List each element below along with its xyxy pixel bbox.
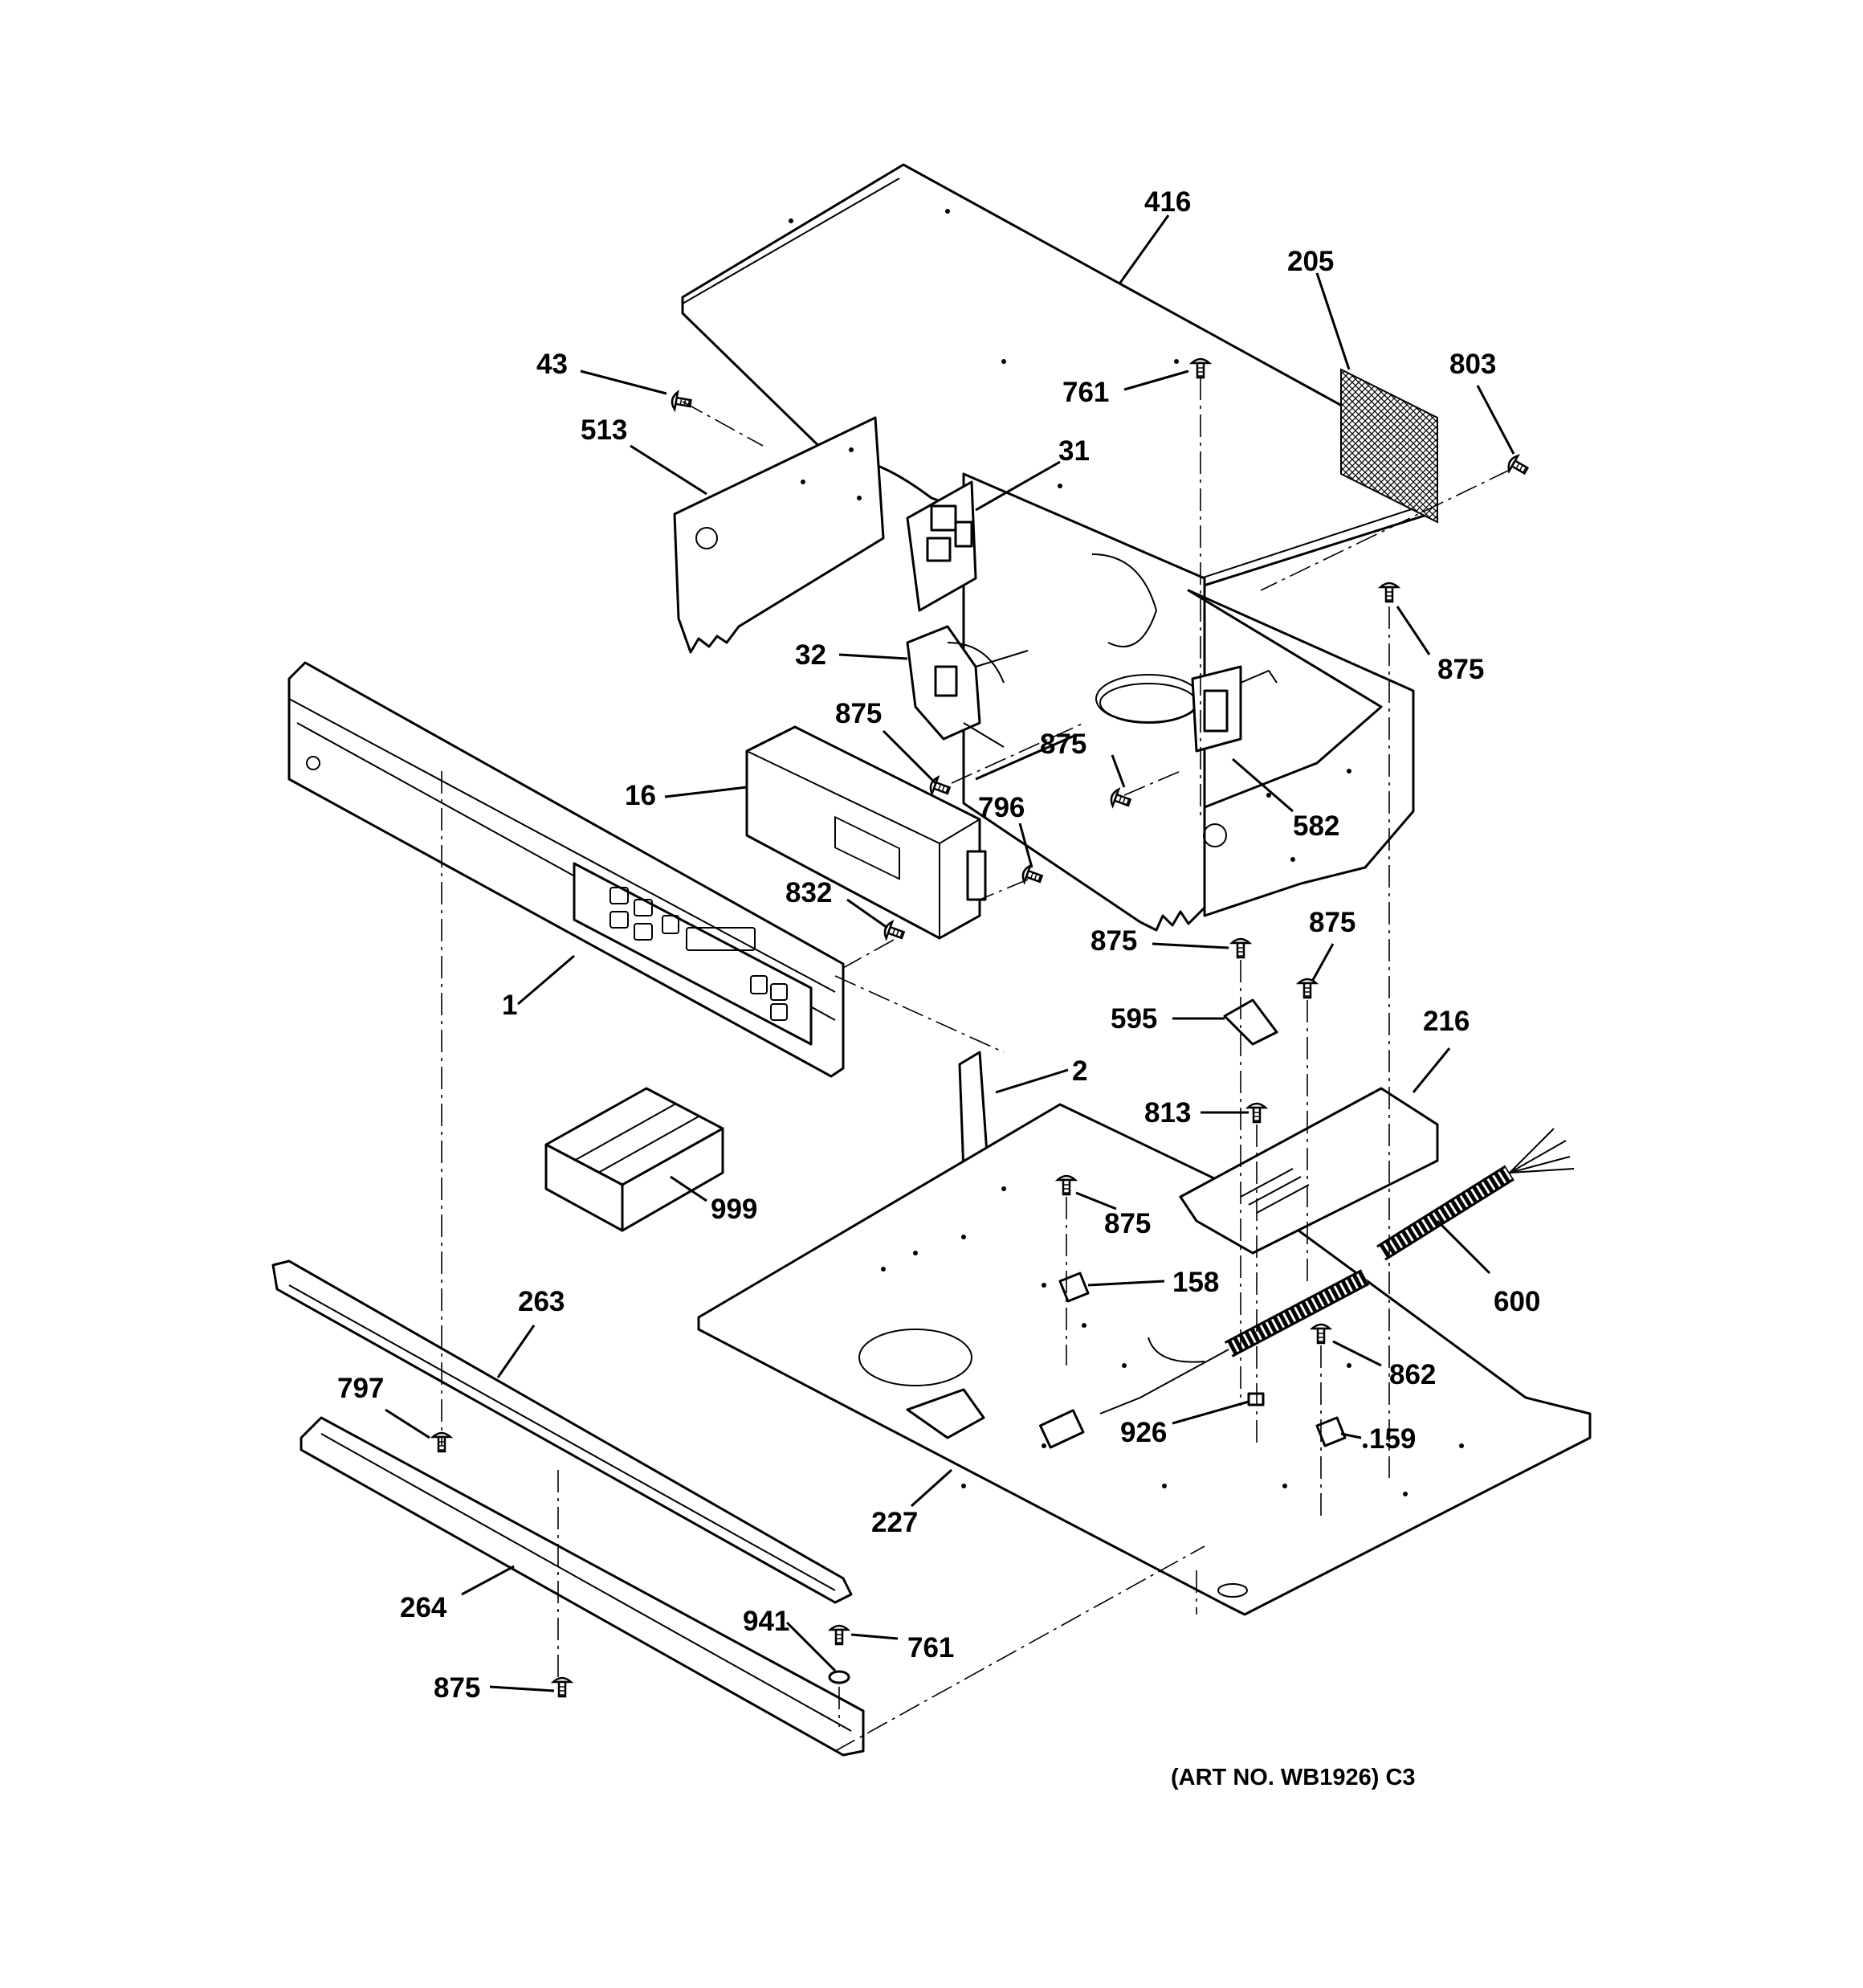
screw-43 xyxy=(670,390,693,414)
label-941: 941 xyxy=(743,1606,789,1637)
transformer-582 xyxy=(1095,665,1278,753)
clamp-595 xyxy=(1223,998,1278,1046)
vent-grille-205 xyxy=(1340,368,1438,524)
label-797: 797 xyxy=(337,1373,384,1404)
control-panel-1 xyxy=(287,661,845,1078)
label-582: 582 xyxy=(1293,810,1339,842)
control-housing xyxy=(962,472,1415,932)
label-31: 31 xyxy=(1058,435,1090,467)
label-796: 796 xyxy=(978,792,1025,823)
screw-832 xyxy=(881,919,907,945)
clip-926 xyxy=(1247,1392,1265,1406)
label-43: 43 xyxy=(536,349,568,380)
screw-761-bottom xyxy=(829,1624,850,1646)
base-plate-227 xyxy=(697,1103,1592,1616)
label-875-right: 875 xyxy=(1437,654,1484,685)
label-875-base: 875 xyxy=(1104,1208,1151,1239)
washer-941 xyxy=(828,1670,850,1684)
label-813: 813 xyxy=(1144,1097,1191,1129)
screw-796 xyxy=(1019,863,1046,888)
screw-813 xyxy=(1246,1102,1267,1124)
keypad-buttons xyxy=(609,887,788,1021)
label-832: 832 xyxy=(785,877,832,908)
label-875-clamp: 875 xyxy=(1090,925,1137,957)
label-761-top: 761 xyxy=(1062,377,1109,408)
label-875-mid: 875 xyxy=(1040,729,1086,760)
package-999 xyxy=(544,1087,724,1232)
screw-875-right xyxy=(1379,582,1400,603)
label-158: 158 xyxy=(1172,1267,1219,1298)
label-513: 513 xyxy=(581,414,627,446)
screw-875-clamp xyxy=(1230,937,1251,959)
screw-803 xyxy=(1504,452,1532,480)
fan-motor-32 xyxy=(906,625,1029,748)
label-2: 2 xyxy=(1072,1055,1087,1087)
label-999: 999 xyxy=(711,1194,757,1225)
label-416: 416 xyxy=(1144,186,1191,218)
trim-264 xyxy=(300,1416,865,1757)
label-862: 862 xyxy=(1389,1359,1436,1390)
trim-263 xyxy=(271,1259,853,1604)
label-263: 263 xyxy=(518,1286,565,1317)
relay-board-31 xyxy=(906,480,977,612)
control-board-16 xyxy=(745,725,987,940)
alignment-lines xyxy=(441,378,1510,1752)
label-875-bottom: 875 xyxy=(434,1672,480,1704)
label-926: 926 xyxy=(1120,1417,1167,1448)
thermostat-159 xyxy=(1315,1416,1347,1447)
label-159: 159 xyxy=(1369,1423,1416,1455)
screw-875-bottom xyxy=(552,1676,573,1698)
label-600: 600 xyxy=(1494,1286,1540,1317)
part-labels: 416 205 43 761 803 513 31 32 875 875 875… xyxy=(337,186,1540,1790)
label-875-board: 875 xyxy=(835,698,882,729)
label-16: 16 xyxy=(625,780,656,811)
art-number: (ART NO. WB1926) C3 xyxy=(1171,1765,1416,1790)
label-761-bottom: 761 xyxy=(907,1632,954,1663)
label-1: 1 xyxy=(502,990,517,1021)
label-205: 205 xyxy=(1287,246,1334,277)
harness-cover-216 xyxy=(1179,1087,1439,1255)
side-panel-513 xyxy=(673,416,885,654)
label-875-rear: 875 xyxy=(1309,907,1355,938)
label-264: 264 xyxy=(400,1592,447,1623)
label-227: 227 xyxy=(871,1507,918,1538)
screw-875-rear xyxy=(1297,978,1318,999)
label-803: 803 xyxy=(1449,349,1496,380)
label-595: 595 xyxy=(1111,1003,1157,1035)
leader-lines xyxy=(385,214,1515,1692)
wire-harness-600 xyxy=(1039,1128,1575,1449)
label-216: 216 xyxy=(1423,1006,1470,1037)
label-32: 32 xyxy=(795,639,826,671)
